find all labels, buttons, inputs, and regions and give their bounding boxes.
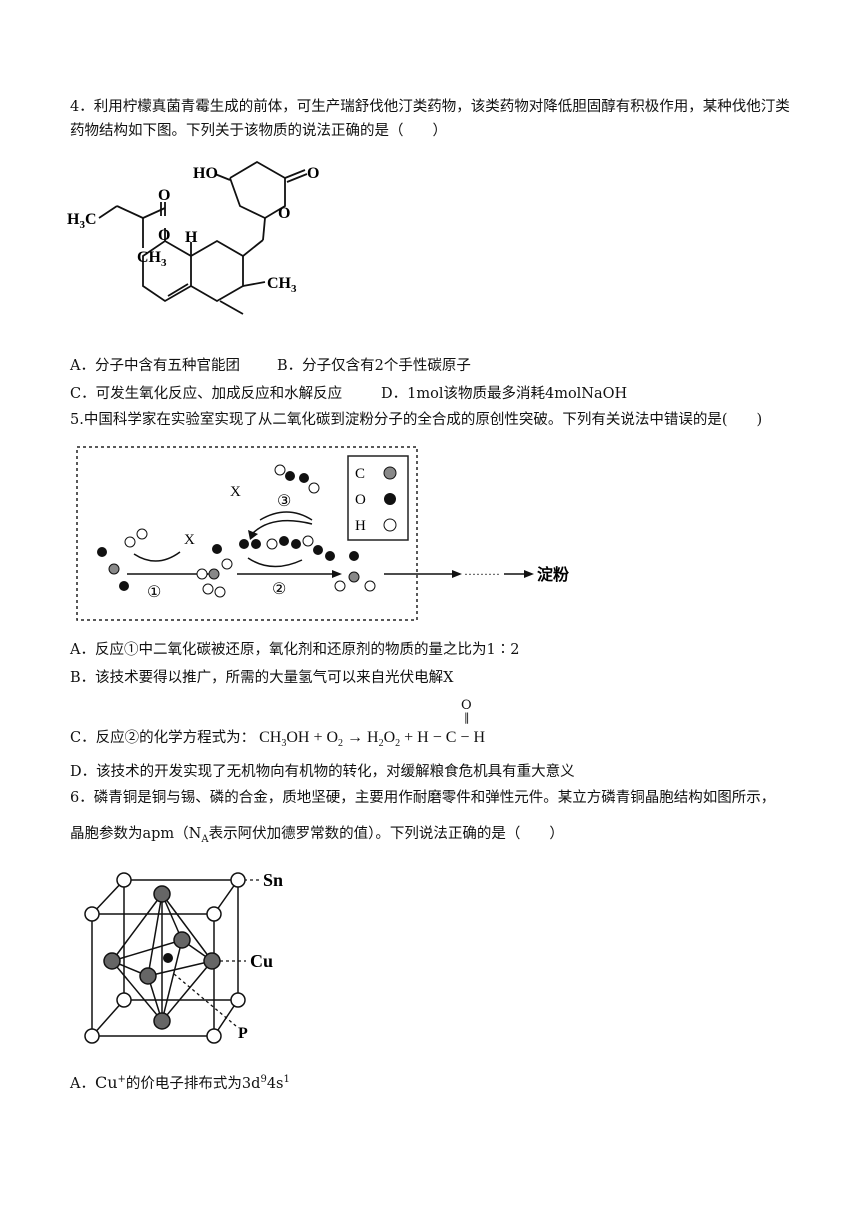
mol-o1: O: [307, 165, 319, 182]
eq-double-bond: ‖: [464, 711, 470, 724]
mol-h3c: H3C: [67, 211, 97, 231]
co2-to-starch-diagram: C O H X ① ② ③ X ········· 淀粉: [76, 446, 569, 621]
q5-option-c-prefix: C．反应②的化学方程式为：: [70, 730, 256, 746]
reaction-equation: CH3OH + O2 → H2O2 + H − C − H: [255, 729, 485, 750]
legend-c: C: [355, 466, 365, 482]
q5-option-c: C．反应②的化学方程式为： CH3OH + O2 → H2O2 + H − C …: [70, 726, 485, 749]
q5-option-b: B．该技术要得以推广，所需的大量氢气可以来自光伏电解X: [70, 670, 454, 686]
dots: ·········: [464, 567, 500, 581]
mol-ch3a: CH3: [137, 249, 167, 269]
step-1: ①: [147, 584, 161, 601]
step-2: ②: [272, 581, 286, 598]
q5-option-a: A．反应①中二氧化碳被还原，氧化剂和还原剂的物质的量之比为1∶2: [70, 642, 520, 658]
label-starch: 淀粉: [537, 565, 569, 584]
mol-o4: O: [158, 227, 170, 244]
q4-option-d: D．1mol该物质最多消耗4molNaOH: [381, 386, 628, 402]
mol-h: H: [185, 229, 198, 246]
q6-stem-line2: 晶胞参数为apm（NA表示阿伏加德罗常数的值）。下列说法正确的是（ ）: [70, 826, 564, 845]
mol-ch3b: CH3: [267, 275, 297, 295]
label-x2: X: [230, 484, 241, 500]
label-sn: Sn: [263, 870, 283, 890]
mol-o3: O: [158, 187, 170, 204]
mol-ho: HO: [193, 165, 218, 182]
q6-option-a: A．Cu+的价电子排布式为3d94s1: [70, 1073, 290, 1092]
legend-o: O: [355, 492, 366, 508]
label-x1: X: [184, 532, 195, 548]
q5-option-d: D．该技术的开发实现了无机物向有机物的转化，对缓解粮食危机具有重大意义: [70, 764, 575, 780]
q4-option-c: C．可发生氧化反应、加成反应和水解反应: [70, 386, 343, 402]
label-p: P: [238, 1025, 248, 1042]
legend-h: H: [355, 518, 366, 534]
q4-option-a: A．分子中含有五种官能团: [70, 358, 240, 374]
statin-structure: HO O O O O H3C CH3 H CH3: [67, 160, 319, 315]
eq-carbonyl-o: O: [461, 698, 472, 713]
q6-stem-line1: 6．磷青铜是铜与锡、磷的合金，质地坚硬，主要用作耐磨零件和弹性元件。某立方磷青铜…: [70, 790, 776, 806]
label-cu: Cu: [250, 951, 273, 971]
q4-option-b: B．分子仅含有2个手性碳原子: [277, 358, 471, 374]
q5-stem: 5.中国科学家在实验室实现了从二氧化碳到淀粉分子的全合成的原创性突破。下列有关说…: [70, 412, 763, 428]
step-3: ③: [277, 493, 291, 510]
mol-o2: O: [278, 205, 290, 222]
q4-stem: 4．利用柠檬真菌青霉生成的前体，可生产瑞舒伐他汀类药物，该类药物对降低胆固醇有积…: [70, 99, 790, 139]
crystal-cell-diagram: Sn Cu P: [84, 870, 283, 1044]
